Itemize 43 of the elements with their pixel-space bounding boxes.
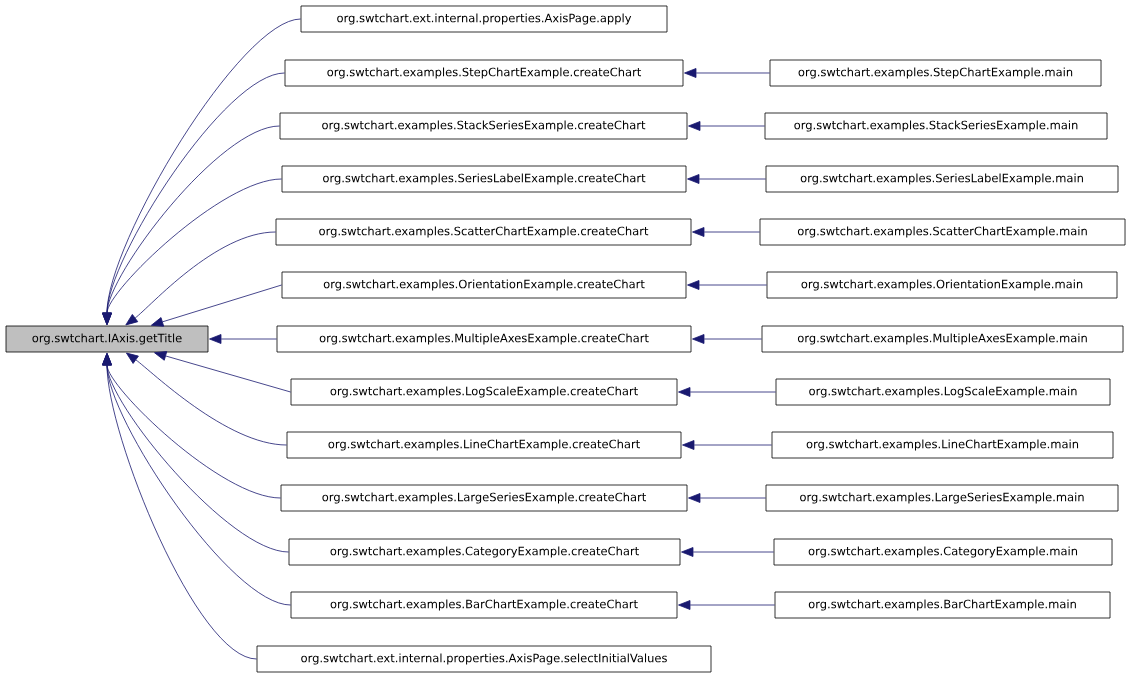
arrow xyxy=(102,353,257,660)
function-box: org.swtchart.examples.CategoryExample.createChart xyxy=(288,538,681,566)
function-box: org.swtchart.examples.CategoryExample.main xyxy=(773,538,1113,566)
function-box: org.swtchart.examples.SeriesLabelExample.main xyxy=(765,165,1119,193)
function-box: org.swtchart.ext.internal.properties.AxisPage.apply xyxy=(300,5,668,33)
function-box: org.swtchart.examples.StepChartExample.main xyxy=(769,59,1102,87)
arrow xyxy=(692,334,762,344)
arrow xyxy=(681,547,774,557)
function-box: org.swtchart.examples.SeriesLabelExample.createChart xyxy=(281,165,687,193)
function-box: org.swtchart.IAxis.getTitle xyxy=(5,325,209,353)
function-box: org.swtchart.examples.StackSeriesExample.main xyxy=(764,112,1108,140)
function-box: org.swtchart.examples.StackSeriesExample.createChart xyxy=(279,112,688,140)
arrow xyxy=(150,284,282,327)
arrow xyxy=(154,351,291,393)
function-box: org.swtchart.examples.LineChartExample.createChart xyxy=(286,431,682,459)
function-box: org.swtchart.ext.internal.properties.AxisPage.selectInitialValues xyxy=(256,645,712,673)
arrow xyxy=(684,68,770,78)
arrow xyxy=(687,174,766,184)
function-box: org.swtchart.examples.ScatterChartExample.createChart xyxy=(275,218,692,246)
function-box: org.swtchart.examples.BarChartExample.createChart xyxy=(290,591,678,619)
function-box: org.swtchart.examples.LargeSeriesExample.main xyxy=(765,484,1119,512)
arrow xyxy=(682,440,772,450)
function-box: org.swtchart.examples.OrientationExample.createChart xyxy=(281,271,687,299)
arrow xyxy=(688,121,765,131)
arrow xyxy=(688,493,766,503)
function-box: org.swtchart.examples.MultipleAxesExample.main xyxy=(761,325,1124,353)
function-box: org.swtchart.examples.LogScaleExample.main xyxy=(775,378,1111,406)
function-box: org.swtchart.examples.OrientationExample.main xyxy=(766,271,1118,299)
arrow xyxy=(125,231,276,326)
arrow xyxy=(692,227,760,237)
arrow xyxy=(209,334,277,344)
arrow xyxy=(687,280,767,290)
function-box: org.swtchart.examples.ScatterChartExample.main xyxy=(759,218,1126,246)
function-box: org.swtchart.examples.LargeSeriesExample.createChart xyxy=(280,484,688,512)
function-box: org.swtchart.examples.BarChartExample.main xyxy=(774,591,1111,619)
arrow xyxy=(678,600,775,610)
arrow xyxy=(126,352,287,446)
function-box: org.swtchart.examples.LogScaleExample.createChart xyxy=(290,378,678,406)
arrow xyxy=(678,387,776,397)
function-box: org.swtchart.examples.MultipleAxesExample.createChart xyxy=(276,325,692,353)
arrow xyxy=(102,178,282,325)
function-box: org.swtchart.examples.LineChartExample.main xyxy=(771,431,1114,459)
function-box: org.swtchart.examples.StepChartExample.createChart xyxy=(284,59,684,87)
